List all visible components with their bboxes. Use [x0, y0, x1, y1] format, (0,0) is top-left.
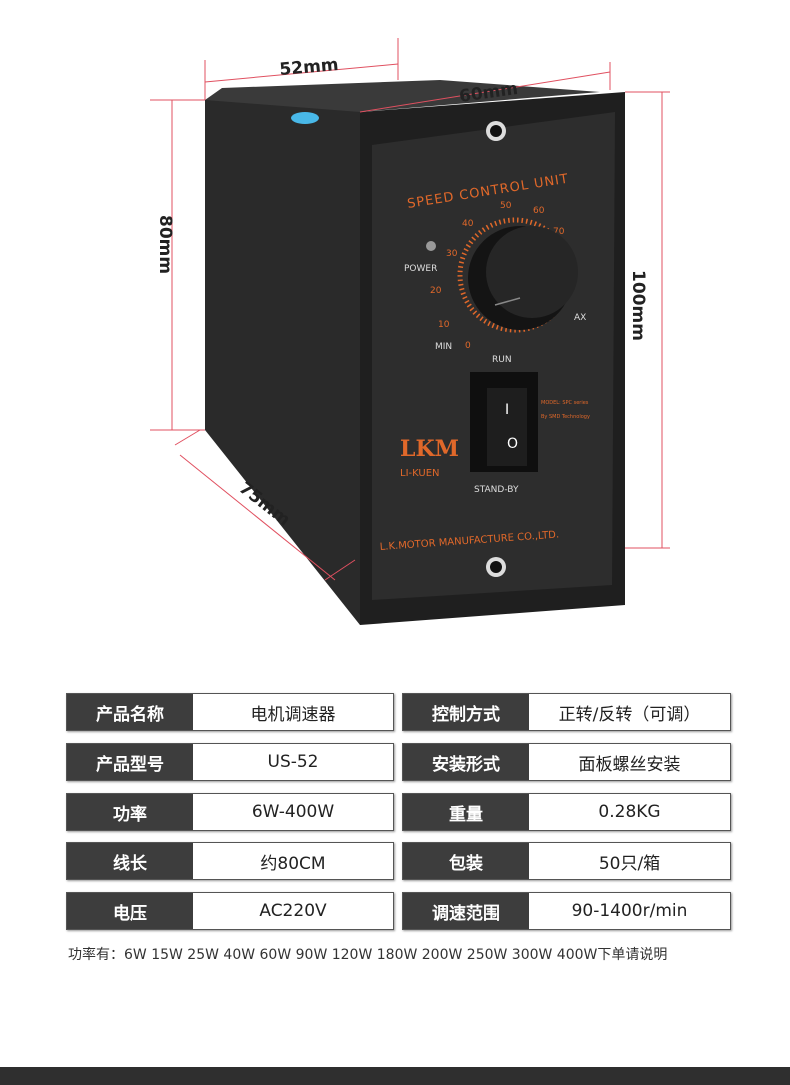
spec-label: 重量 [403, 794, 529, 830]
spec-label: 包装 [403, 843, 529, 879]
model-text-2: By SMD Technology [541, 414, 590, 420]
min-label: MIN [435, 342, 452, 352]
dimension-80mm: 80mm [155, 215, 175, 274]
spec-label: 线长 [67, 843, 193, 879]
spec-label: 产品名称 [67, 694, 193, 730]
tick-label: 10 [438, 320, 450, 330]
spec-value: 约80CM [193, 843, 393, 879]
dial-ticks: 0 10 20 30 40 50 60 70 [430, 201, 565, 351]
controller-top [205, 80, 600, 112]
spec-label: 功率 [67, 794, 193, 830]
dimension-lines [150, 38, 670, 581]
tick-label: 70 [553, 227, 565, 237]
tick-label: 20 [430, 286, 442, 296]
spec-value: 电机调速器 [193, 694, 393, 730]
spec-label: 电压 [67, 893, 193, 929]
spec-value: 50只/箱 [529, 843, 730, 879]
spec-value: 0.28KG [529, 794, 730, 830]
controller-body [205, 88, 360, 625]
spec-value: AC220V [193, 893, 393, 929]
tick-label: 30 [446, 249, 458, 259]
spec-label: 控制方式 [403, 694, 529, 730]
power-label: POWER [404, 264, 437, 274]
spec-value: 6W-400W [193, 794, 393, 830]
spec-value: 面板螺丝安装 [529, 744, 730, 780]
spec-row: 线长约80CM [66, 842, 394, 880]
tick-label: 40 [462, 219, 474, 229]
sticker [291, 112, 319, 124]
model-text: MODEL: SPC series [541, 400, 589, 406]
speed-controller-photo: SPEED CONTROL UNIT POWER 0 10 20 30 40 5… [150, 38, 670, 625]
spec-row: 安装形式面板螺丝安装 [402, 743, 731, 781]
dimension-100mm: 100mm [628, 270, 648, 341]
dimension-52mm: 52mm [279, 55, 340, 80]
tick-label: 60 [533, 206, 545, 216]
power-led [426, 241, 436, 251]
switch-off-mark: O [507, 436, 518, 452]
tick-label: 0 [465, 341, 471, 351]
spec-label: 产品型号 [67, 744, 193, 780]
standby-label: STAND-BY [474, 485, 519, 495]
spec-label: 安装形式 [403, 744, 529, 780]
spec-value: 正转/反转（可调） [529, 694, 730, 730]
spec-value: 90-1400r/min [529, 893, 730, 929]
bottom-bar [0, 1067, 790, 1085]
spec-row: 控制方式正转/反转（可调） [402, 693, 731, 731]
tick-label: 50 [500, 201, 512, 211]
spec-label: 调速范围 [403, 893, 529, 929]
run-label: RUN [492, 355, 512, 365]
power-options-note: 功率有：6W 15W 25W 40W 60W 90W 120W 180W 200… [68, 947, 668, 963]
brand-name: LI-KUEN [400, 468, 440, 479]
max-label: AX [574, 313, 586, 323]
switch-on-mark: I [505, 402, 509, 418]
spec-value: US-52 [193, 744, 393, 780]
brand-logo: LKM [400, 436, 459, 462]
spec-row: 产品名称电机调速器 [66, 693, 394, 731]
